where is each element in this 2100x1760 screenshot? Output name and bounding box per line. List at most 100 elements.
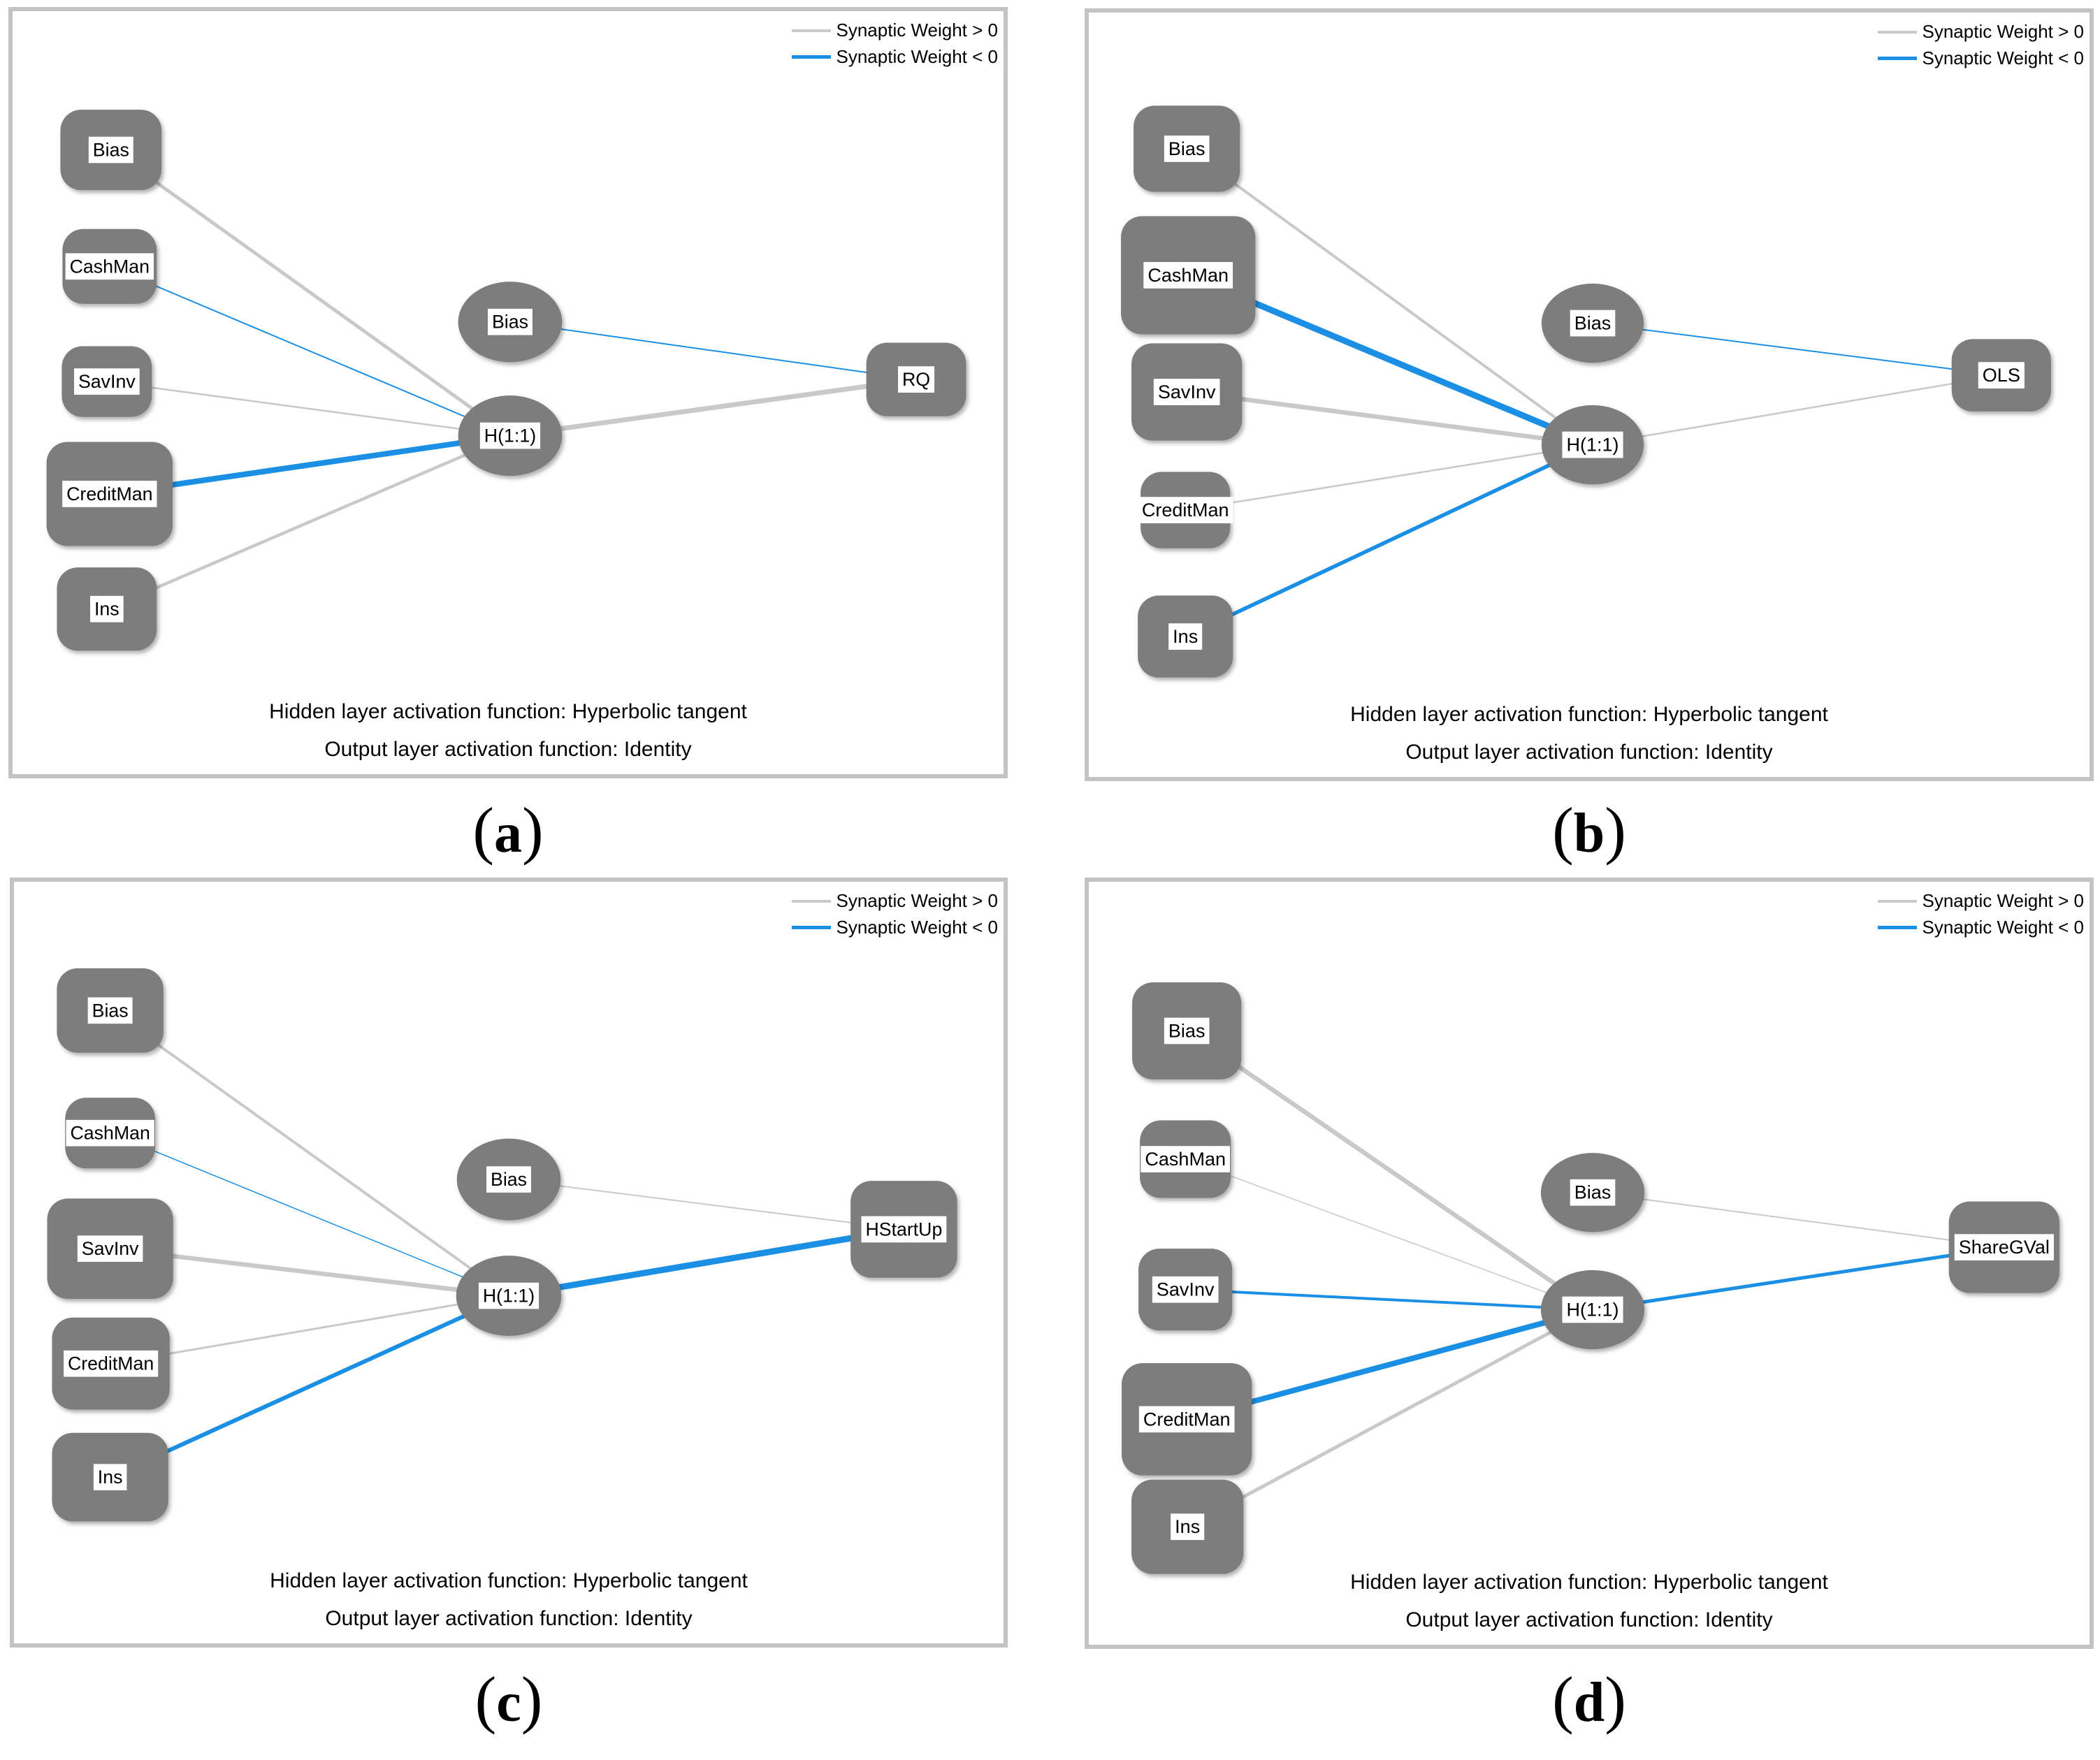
- caption-b: (b): [1085, 788, 2094, 891]
- node-label: Bias: [92, 1000, 129, 1021]
- legend-negative-label: Synaptic Weight < 0: [836, 917, 999, 938]
- node-label: SavInv: [1158, 381, 1216, 402]
- legend-positive-row: Synaptic Weight > 0: [791, 20, 999, 41]
- node-label-bg: [90, 595, 124, 623]
- legend-negative-label: Synaptic Weight < 0: [1922, 917, 2085, 938]
- node-label-bg: [62, 481, 157, 507]
- edge-hidden-to-output-positive: [1592, 374, 2002, 446]
- node-label-bg: [1570, 310, 1616, 337]
- edge-hidden-bias-to-output-positive: [1592, 1191, 2004, 1249]
- caption-a: (a): [8, 788, 1008, 891]
- positive-weight-line-icon: [1877, 30, 1917, 34]
- network-diagram-d: BiasCashManSavInvCreditManInsBiasH(1:1)S…: [1122, 982, 2059, 1574]
- node-label: Ins: [98, 1467, 123, 1488]
- legend-positive-label: Synaptic Weight > 0: [1922, 890, 2085, 911]
- node-label: ShareGVal: [1959, 1237, 2050, 1258]
- hidden-activation-note: Hidden layer activation function: Hyperb…: [270, 1569, 748, 1592]
- node-label: CreditMan: [68, 1353, 154, 1374]
- node-label-bg: [77, 1235, 143, 1263]
- legend: Synaptic Weight > 0 Synaptic Weight < 0: [791, 20, 999, 68]
- node-label-bg: [87, 997, 133, 1024]
- caption-paren: ): [1605, 794, 1626, 866]
- caption-letter: d: [1573, 1672, 1605, 1733]
- caption-paren: (: [472, 794, 494, 866]
- node-label-bg: [1171, 1513, 1205, 1541]
- node-label: CashMan: [70, 256, 150, 277]
- node-label-bg: [1153, 379, 1220, 405]
- node-label-bg: [898, 366, 935, 393]
- node-label: SavInv: [78, 371, 136, 392]
- node-label-bg: [1978, 362, 2025, 389]
- edge-in-ins-to-hidden-positive: [1187, 1308, 1594, 1529]
- hidden-activation-note: Hidden layer activation function: Hyperb…: [1350, 1571, 1828, 1594]
- edge-in-bias-to-hidden-positive: [110, 148, 512, 437]
- edge-hidden-to-output-positive: [509, 377, 917, 438]
- node-label-bg: [1138, 1406, 1235, 1433]
- edge-hidden-bias-to-output-negative: [1592, 322, 2001, 377]
- network-diagram-b: BiasCashManSavInvCreditManInsBiasH(1:1)O…: [1121, 106, 2051, 678]
- edge-in-creditman-to-hidden-negative: [109, 432, 511, 497]
- legend-negative-row: Synaptic Weight < 0: [791, 46, 998, 68]
- node-label: Bias: [1574, 313, 1612, 334]
- caption-c: (c): [10, 1657, 1008, 1760]
- network-diagram-a: BiasCashManSavInvCreditManInsBiasH(1:1)R…: [46, 109, 966, 651]
- edge-in-savinv-to-hidden-positive: [106, 380, 511, 437]
- node-label-bg: [861, 1216, 947, 1243]
- node-label: Bias: [491, 1169, 527, 1190]
- legend: Synaptic Weight > 0 Synaptic Weight < 0: [1877, 890, 2085, 938]
- output-activation-note: Output layer activation function: Identi…: [1405, 741, 1773, 764]
- node-label-bg: [74, 368, 140, 395]
- caption-letter: b: [1573, 803, 1605, 864]
- legend-positive-label: Synaptic Weight > 0: [836, 890, 999, 911]
- edge-in-cashman-to-hidden-negative: [110, 1133, 509, 1297]
- node-label-bg: [1152, 1276, 1219, 1303]
- legend-positive-label: Synaptic Weight > 0: [1922, 21, 2085, 42]
- hidden-activation-note: Hidden layer activation function: Hyperb…: [1350, 703, 1828, 726]
- negative-weight-line-icon: [791, 926, 831, 929]
- node-label-bg: [65, 253, 154, 280]
- node-label-bg: [486, 1166, 531, 1193]
- node-label: Bias: [1168, 1021, 1205, 1042]
- node-label: HStartUp: [865, 1219, 942, 1239]
- edge-in-ins-to-hidden-negative: [109, 1293, 510, 1479]
- caption-letter: c: [496, 1672, 521, 1733]
- node-label: Ins: [1175, 1516, 1200, 1537]
- node-label-bg: [1164, 1017, 1210, 1045]
- caption-paren: (: [1552, 1664, 1574, 1735]
- caption-letter: a: [494, 803, 522, 864]
- edge-hidden-bias-to-output-negative: [509, 321, 917, 381]
- node-label: H(1:1): [483, 1286, 535, 1307]
- edge-in-creditman-to-hidden-positive: [1185, 444, 1593, 511]
- caption-paren: ): [1605, 1664, 1626, 1735]
- node-label: CashMan: [1147, 265, 1229, 286]
- legend-positive-row: Synaptic Weight > 0: [1877, 890, 2085, 912]
- edge-hidden-bias-to-output-positive: [508, 1179, 904, 1230]
- node-label-bg: [1140, 1146, 1231, 1172]
- legend-positive-row: Synaptic Weight > 0: [791, 890, 999, 912]
- edge-in-ins-to-hidden-positive: [106, 434, 511, 611]
- node-label: Bias: [1574, 1182, 1612, 1203]
- legend: Synaptic Weight > 0 Synaptic Weight < 0: [1877, 21, 2085, 69]
- node-label-bg: [64, 1350, 159, 1377]
- node-label-bg: [88, 136, 133, 163]
- node-label-bg: [1164, 136, 1210, 162]
- caption-paren: ): [521, 1664, 543, 1735]
- node-label: CreditMan: [1142, 500, 1229, 521]
- node-label: CashMan: [1145, 1149, 1226, 1170]
- node-label: Bias: [1168, 138, 1205, 159]
- edge-hidden-to-output-negative: [508, 1226, 905, 1299]
- negative-weight-line-icon: [1877, 926, 1917, 929]
- output-activation-note: Output layer activation function: Identi…: [1405, 1608, 1773, 1631]
- edge-in-ins-to-hidden-negative: [1185, 443, 1594, 639]
- node-label: H(1:1): [1566, 435, 1619, 456]
- edge-in-bias-to-hidden-positive: [1186, 147, 1594, 446]
- node-label: OLS: [1983, 365, 2020, 386]
- caption-paren: (: [475, 1664, 497, 1735]
- legend-positive-label: Synaptic Weight > 0: [836, 20, 999, 41]
- node-label-bg: [478, 1282, 540, 1309]
- node-label: Ins: [94, 599, 120, 620]
- node-label-bg: [1562, 431, 1623, 458]
